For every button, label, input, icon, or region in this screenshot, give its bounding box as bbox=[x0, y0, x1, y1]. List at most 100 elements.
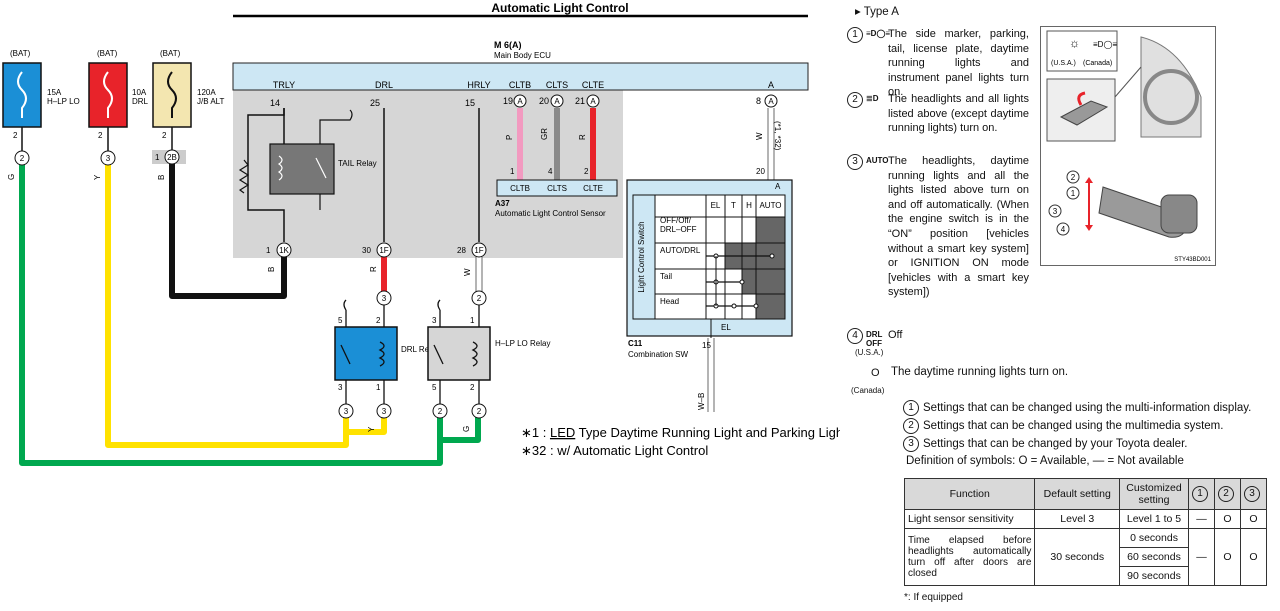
svg-text:EL: EL bbox=[721, 323, 731, 332]
footnote: *: If equipped bbox=[904, 592, 963, 603]
table-row: Time elapsed before headlights automatic… bbox=[903, 528, 1268, 586]
svg-text:(BAT): (BAT) bbox=[97, 49, 118, 58]
svg-text:B: B bbox=[157, 175, 166, 180]
svg-text:3: 3 bbox=[432, 316, 437, 325]
svg-text:1F: 1F bbox=[474, 246, 483, 255]
side-marker-icon: ≡D◯≡ bbox=[866, 29, 891, 38]
svg-text:W: W bbox=[755, 132, 764, 140]
switch-row-label: AUTO/DRL bbox=[660, 246, 701, 255]
switch-shade bbox=[756, 217, 785, 243]
ecu-pin-14: 14 bbox=[270, 98, 280, 108]
num-2-icon: 2 bbox=[903, 418, 919, 434]
table-row: Light sensor sensitivity Level 3 Level 1… bbox=[903, 509, 1268, 529]
svg-text:3: 3 bbox=[338, 383, 343, 392]
svg-text:3: 3 bbox=[382, 294, 387, 303]
svg-text:3: 3 bbox=[344, 407, 349, 416]
svg-text:A37: A37 bbox=[495, 199, 510, 208]
hlp-lo-relay: 2 3 1 5 2 H–LP LO Relay 2 2 G bbox=[427, 290, 550, 432]
svg-text:(*1, *32): (*1, *32) bbox=[773, 121, 782, 151]
ecu-bottom-connectors: 1K 1 1F 30 1F 28 B R W bbox=[266, 242, 487, 276]
wiring-diagram: Automatic Light Control M 6(A) Main Body… bbox=[2, 1, 840, 466]
svg-text:2: 2 bbox=[1071, 173, 1076, 182]
switch-col-header: EL bbox=[711, 201, 721, 210]
svg-text:2: 2 bbox=[376, 316, 381, 325]
th-default: Default setting bbox=[1034, 478, 1121, 510]
svg-text:1: 1 bbox=[155, 153, 160, 162]
svg-text:CLTE: CLTE bbox=[583, 184, 603, 193]
ecu-term-a: A bbox=[768, 80, 774, 90]
svg-text:GR: GR bbox=[540, 128, 549, 140]
svg-text:5: 5 bbox=[338, 316, 343, 325]
headlight-icon: ≣D bbox=[866, 94, 879, 103]
settings-table: Function Default setting Customized sett… bbox=[903, 478, 1268, 586]
item-4: 4 DRL OFF Off bbox=[847, 328, 1029, 348]
ecu-term-trly: TRLY bbox=[273, 80, 295, 90]
svg-text:G: G bbox=[7, 174, 16, 180]
svg-text:2: 2 bbox=[162, 131, 167, 140]
svg-text:120A: 120A bbox=[197, 88, 216, 97]
canada-symbol: O bbox=[871, 367, 880, 379]
svg-text:C11: C11 bbox=[628, 339, 643, 348]
pic-num-4-icon bbox=[1056, 222, 1070, 236]
wire-green-2 bbox=[440, 413, 481, 443]
num-4-icon: 4 bbox=[847, 328, 863, 344]
svg-text:2B: 2B bbox=[167, 153, 177, 162]
item-1: 1 ≡D◯≡ The side marker, parking, tail, l… bbox=[847, 27, 1029, 100]
pic-code: STY43BD001 bbox=[1174, 257, 1211, 263]
svg-text:DRL: DRL bbox=[132, 97, 149, 106]
svg-text:3: 3 bbox=[1053, 207, 1058, 216]
item-4-text: Off bbox=[888, 329, 903, 341]
fuse-drl: (BAT) 10A DRL 2 3 Y bbox=[88, 49, 149, 180]
switch-col-header: H bbox=[746, 201, 752, 210]
num-2-icon: 2 bbox=[1217, 486, 1234, 502]
svg-text:1: 1 bbox=[510, 167, 515, 176]
svg-text:≡D◯≡: ≡D◯≡ bbox=[1093, 40, 1117, 49]
svg-text:1K: 1K bbox=[279, 246, 289, 255]
light-switch-illustration: ☼ ≡D◯≡ (U.S.A.) (Canada) 2 1 3 4 STY43BD bbox=[1040, 26, 1216, 266]
ecu-pin-25: 25 bbox=[370, 98, 380, 108]
ecu-conn-markers bbox=[513, 94, 778, 108]
num-2-icon: 2 bbox=[847, 92, 863, 108]
wire-a-labels: W (*1, *32) 20 bbox=[755, 121, 782, 176]
table-row: 60 seconds bbox=[905, 547, 1267, 567]
ecu-pin-19: 19 bbox=[503, 96, 513, 106]
pic-num-3-icon bbox=[1048, 204, 1062, 218]
svg-text:4: 4 bbox=[1061, 225, 1066, 234]
fuse-jb-alt: (BAT) 120A J/B ALT 2 1 2B B bbox=[152, 49, 225, 180]
ecu-conn-labels: A A A A bbox=[517, 97, 774, 106]
switch-col-header: AUTO bbox=[759, 201, 781, 210]
ecu-pin-20: 20 bbox=[539, 96, 549, 106]
manual-panel: ▸ Type A 1 ≡D◯≡ The side marker, parking… bbox=[847, 0, 1268, 611]
th-function: Function bbox=[903, 478, 1036, 510]
svg-text:(BAT): (BAT) bbox=[160, 49, 181, 58]
switch-shade bbox=[756, 294, 785, 319]
num-3-icon: 3 bbox=[1243, 486, 1260, 502]
svg-text:☼: ☼ bbox=[1069, 36, 1080, 50]
pic-canada: (Canada) bbox=[1083, 60, 1112, 67]
svg-text:20: 20 bbox=[756, 167, 765, 176]
switch-shade bbox=[742, 269, 785, 294]
switch-row-label: Head bbox=[660, 297, 679, 306]
switch-row-label: DRL–OFF bbox=[660, 225, 697, 234]
svg-text:W–B: W–B bbox=[697, 393, 706, 410]
settings-note-2: 2 Settings that can be changed using the… bbox=[903, 418, 1223, 434]
wire-yellow bbox=[105, 164, 349, 448]
item-2: 2 ≣D The headlights and all lights liste… bbox=[847, 92, 1029, 136]
svg-text:2: 2 bbox=[477, 407, 482, 416]
diagram-notes: ∗1 : LED Type Daytime Running Light and … bbox=[521, 425, 840, 458]
svg-text:1: 1 bbox=[266, 246, 271, 255]
auto-icon: AUTO bbox=[866, 156, 889, 165]
fuse-hlp-lo: (BAT) 15A H–LP LO 2 2 G bbox=[2, 49, 80, 180]
svg-text:1: 1 bbox=[376, 383, 381, 392]
ecu-term-clte: CLTE bbox=[582, 80, 604, 90]
wire-black bbox=[169, 164, 287, 299]
svg-text:2: 2 bbox=[98, 131, 103, 140]
drl-off-icon: DRL OFF bbox=[866, 330, 883, 348]
svg-text:Y: Y bbox=[367, 426, 376, 432]
settings-note-3: 3 Settings that can be changed by your T… bbox=[903, 436, 1187, 452]
svg-text:2: 2 bbox=[584, 167, 589, 176]
definition-text: Definition of symbols: O = Available, — … bbox=[906, 455, 1184, 467]
svg-text:2: 2 bbox=[13, 131, 18, 140]
svg-text:10A: 10A bbox=[132, 88, 147, 97]
type-a-label: ▸ Type A bbox=[855, 6, 899, 18]
